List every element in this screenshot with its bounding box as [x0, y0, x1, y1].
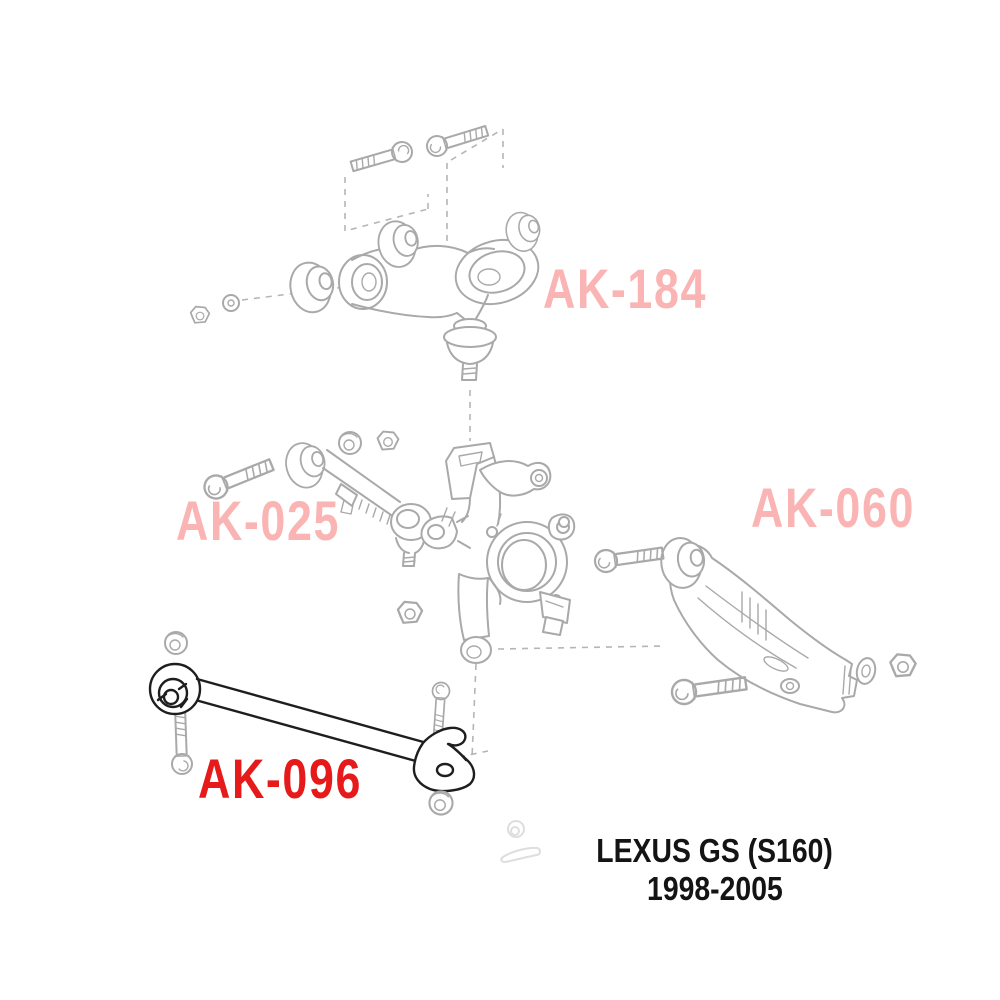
label-ak-184: AK-184	[543, 257, 707, 320]
vehicle-years-text: 1998-2005	[647, 869, 783, 907]
vehicle-caption: LEXUS GS (S160) 1998-2005	[565, 832, 865, 908]
label-ak-025: AK-025	[176, 489, 340, 552]
label-ak-060: AK-060	[751, 476, 915, 539]
lower-control-arm	[497, 533, 917, 714]
strut-rod	[148, 631, 541, 863]
upper-control-arm	[189, 207, 545, 441]
vehicle-model-line: LEXUS GS (S160)	[565, 832, 865, 870]
upper-arm-mount-bolts	[344, 120, 504, 242]
label-ak-096: AK-096	[198, 747, 362, 810]
faint-small-parts	[500, 820, 541, 863]
vehicle-model-text: LEXUS GS (S160)	[596, 832, 834, 869]
knuckle	[396, 442, 576, 759]
vehicle-years-line: 1998-2005	[565, 870, 865, 908]
